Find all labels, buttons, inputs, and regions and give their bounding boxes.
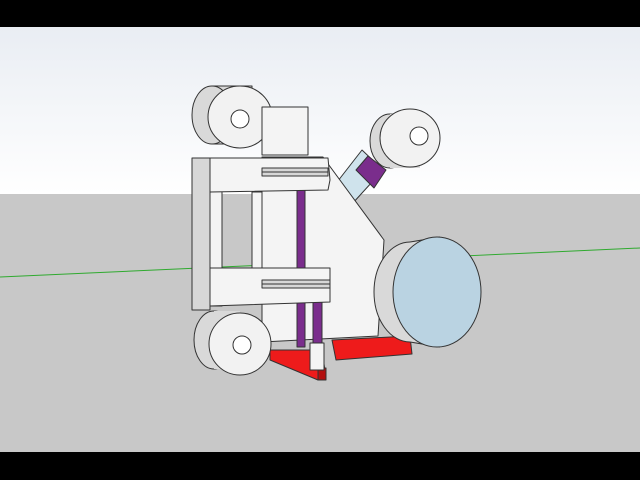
upper-back-box [261, 106, 309, 156]
inner-post [251, 191, 263, 269]
letterbox-top [0, 0, 640, 27]
wheel-top-left [191, 85, 273, 149]
purple-block-arm [355, 155, 387, 189]
wheel-bottom-left [193, 310, 272, 376]
left-frame-column [191, 157, 211, 311]
lower-post [309, 342, 325, 371]
wheel-large-blue [373, 236, 482, 348]
red-base-right [331, 335, 413, 361]
letterbox-bottom [0, 452, 640, 480]
wheel-top-right [369, 108, 441, 169]
